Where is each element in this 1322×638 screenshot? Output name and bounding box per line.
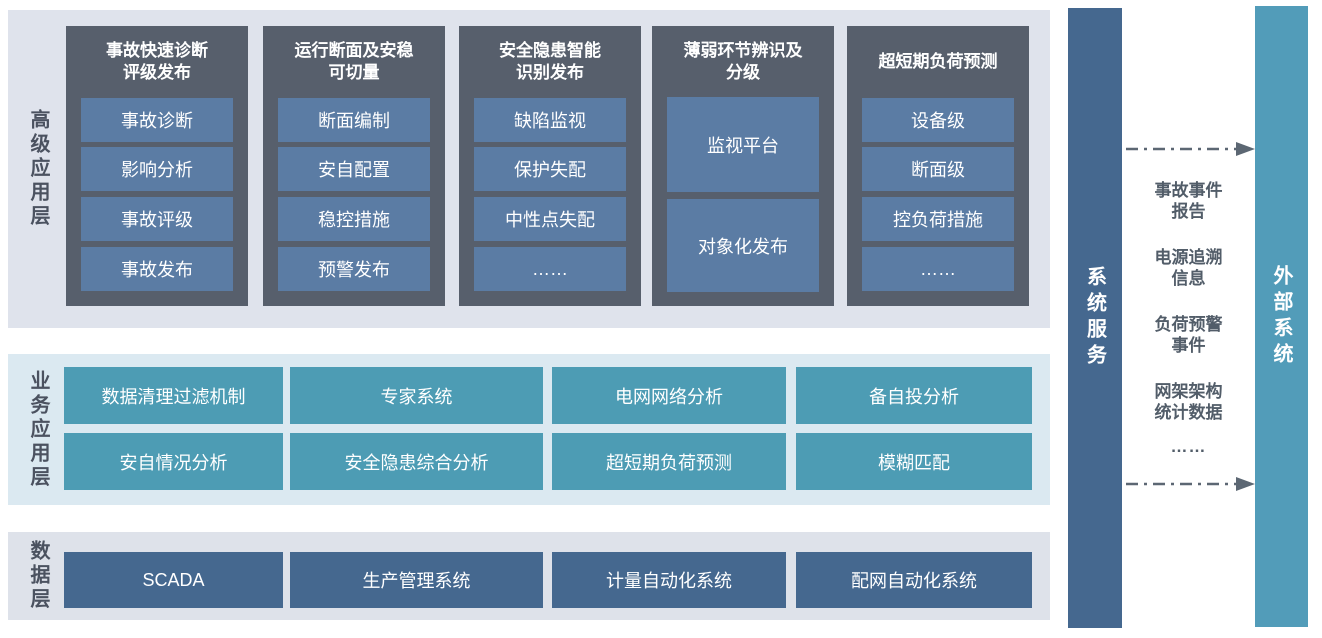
- business-box: 模糊匹配: [796, 433, 1032, 490]
- exchange-data-item: 事故事件 报告: [1154, 181, 1223, 221]
- business-box: 安自情况分析: [64, 433, 283, 490]
- business-box: 备自投分析: [796, 367, 1032, 424]
- exchange-data-item: 网架架构 统计数据: [1154, 382, 1223, 422]
- data-flow-arrow-top: [1126, 142, 1255, 156]
- app-column-2: 运行断面及安稳 可切量断面编制安自配置稳控措施预警发布: [263, 26, 445, 306]
- column-module-box: ……: [474, 247, 626, 291]
- column-title: 薄弱环节辨识及 分级: [683, 40, 803, 82]
- column-module-box: 事故评级: [81, 197, 233, 241]
- app-column-3: 安全隐患智能 识别发布缺陷监视保护失配中性点失配 ……: [459, 26, 641, 306]
- data-flow-arrow-bottom: [1126, 477, 1255, 491]
- business-box: 安全隐患综合分析: [290, 433, 543, 490]
- arrowhead-icon: [1236, 477, 1255, 491]
- column-module-box: ……: [862, 247, 1014, 291]
- column-module-box: 断面编制: [278, 98, 430, 142]
- business-box: 专家系统: [290, 367, 543, 424]
- column-title: 运行断面及安稳 可切量: [294, 40, 414, 82]
- system-services-label: 系统服务: [1083, 266, 1106, 370]
- app-column-5: 超短期负荷预测设备级断面级控负荷措施 ……: [847, 26, 1029, 306]
- layer-label-business: 业务应用层: [27, 369, 49, 490]
- app-column-4: 薄弱环节辨识及 分级监视平台对象化发布: [652, 26, 834, 306]
- exchange-data-item: 负荷预警 事件: [1154, 315, 1223, 355]
- system-services-bar: 系统服务: [1068, 8, 1122, 628]
- column-module-box: 设备级: [862, 98, 1014, 142]
- column-module-box: 安自配置: [278, 147, 430, 191]
- external-systems-label: 外部系统: [1270, 264, 1292, 369]
- column-module-box: 事故诊断: [81, 98, 233, 142]
- column-title: 事故快速诊断 评级发布: [106, 40, 208, 82]
- exchange-data-item: ……: [1170, 437, 1207, 456]
- column-module-box: 保护失配: [474, 147, 626, 191]
- arrowhead-icon: [1236, 142, 1255, 156]
- column-module-box: 影响分析: [81, 147, 233, 191]
- layer-label-data: 数据层: [27, 540, 49, 612]
- data-source-box: 配网自动化系统: [796, 552, 1032, 608]
- data-source-box: SCADA: [64, 552, 283, 608]
- column-title: 超短期负荷预测: [878, 51, 998, 71]
- column-module-box: 预警发布: [278, 247, 430, 291]
- business-box: 超短期负荷预测: [552, 433, 786, 490]
- column-module-box: 对象化发布: [667, 199, 819, 292]
- column-module-box: 断面级: [862, 147, 1014, 191]
- column-module-box: 控负荷措施: [862, 197, 1014, 241]
- layer-label-advanced: 高级应用层: [27, 109, 49, 229]
- column-module-box: 缺陷监视: [474, 98, 626, 142]
- exchange-data-item: 电源追溯 信息: [1154, 248, 1223, 288]
- business-application-layer-section: 业务应用层 数据清理过滤机制专家系统电网网络分析备自投分析安自情况分析安全隐患综…: [8, 354, 1050, 505]
- column-title: 安全隐患智能 识别发布: [499, 40, 601, 82]
- column-module-box: 中性点失配: [474, 197, 626, 241]
- advanced-application-layer-section: 高级应用层 事故快速诊断 评级发布事故诊断影响分析事故评级事故发布运行断面及安稳…: [8, 10, 1050, 328]
- business-box: 数据清理过滤机制: [64, 367, 283, 424]
- column-module-box: 稳控措施: [278, 197, 430, 241]
- external-systems-bar: 外部系统: [1255, 6, 1308, 627]
- column-module-box: 事故发布: [81, 247, 233, 291]
- app-column-1: 事故快速诊断 评级发布事故诊断影响分析事故评级事故发布: [66, 26, 248, 306]
- data-source-box: 计量自动化系统: [552, 552, 786, 608]
- data-source-box: 生产管理系统: [290, 552, 543, 608]
- business-box: 电网网络分析: [552, 367, 786, 424]
- column-module-box: 监视平台: [667, 97, 819, 192]
- exchange-data-list: 事故事件 报告电源追溯 信息负荷预警 事件网架架构 统计数据 ……: [1122, 180, 1255, 457]
